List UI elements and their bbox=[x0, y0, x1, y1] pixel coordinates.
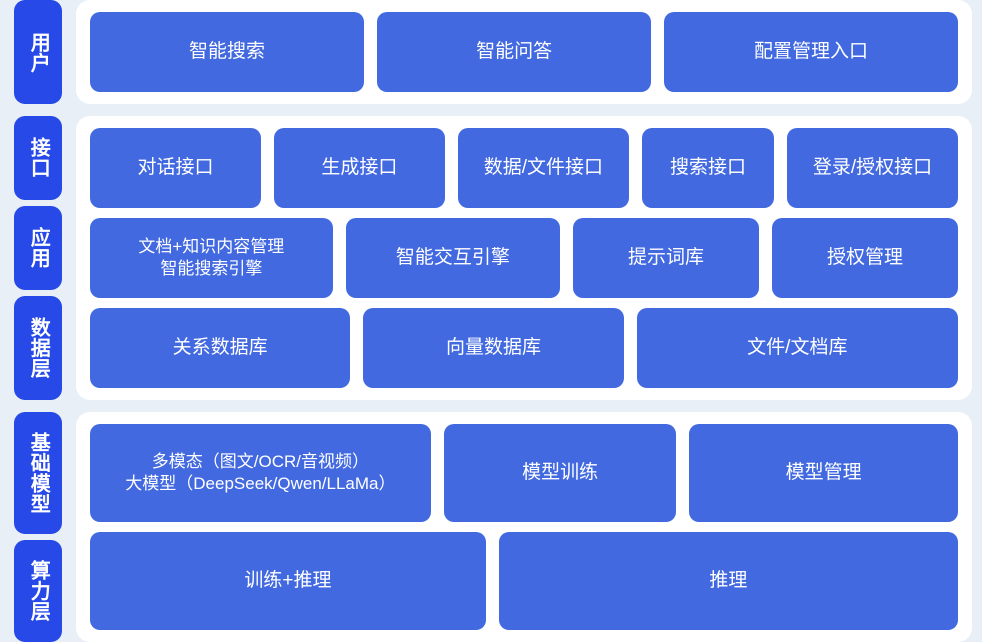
node-smart-search[interactable]: 智能搜索 bbox=[90, 12, 365, 92]
node-file-document-store[interactable]: 文件/文档库 bbox=[636, 308, 959, 388]
layer-tag-data[interactable]: 数据层 bbox=[14, 295, 62, 400]
layer-tag-application[interactable]: 应用 bbox=[14, 205, 62, 290]
layer-rail-infrastructure: 基础模型 算力层 bbox=[0, 412, 76, 642]
card-users: 智能搜索 智能问答 配置管理入口 bbox=[76, 0, 972, 104]
node-smart-qa[interactable]: 智能问答 bbox=[377, 12, 652, 92]
node-authorization-management[interactable]: 授权管理 bbox=[772, 218, 958, 298]
layer-tag-compute[interactable]: 算力层 bbox=[14, 540, 62, 642]
node-prompt-library[interactable]: 提示词库 bbox=[573, 218, 759, 298]
layer-tag-user[interactable]: 用户 bbox=[14, 0, 62, 104]
node-config-management-entry[interactable]: 配置管理入口 bbox=[664, 12, 958, 92]
card-platform: 对话接口 生成接口 数据/文件接口 搜索接口 登录/授权接口 文档+知识内容管理… bbox=[76, 116, 972, 400]
card-infrastructure: 多模态（图文/OCR/音视频） 大模型（DeepSeek/Qwen/LLaMa）… bbox=[76, 412, 972, 642]
node-vector-database[interactable]: 向量数据库 bbox=[363, 308, 624, 388]
node-model-management[interactable]: 模型管理 bbox=[689, 424, 958, 522]
row-foundation-models: 多模态（图文/OCR/音视频） 大模型（DeepSeek/Qwen/LLaMa）… bbox=[90, 424, 958, 522]
node-relational-database[interactable]: 关系数据库 bbox=[90, 308, 351, 388]
node-doc-knowledge-management[interactable]: 文档+知识内容管理 智能搜索引擎 bbox=[90, 218, 333, 298]
row-user-entries: 智能搜索 智能问答 配置管理入口 bbox=[90, 12, 958, 92]
node-inference[interactable]: 推理 bbox=[498, 532, 958, 630]
node-generation-interface[interactable]: 生成接口 bbox=[273, 128, 445, 208]
band-infrastructure: 基础模型 算力层 多模态（图文/OCR/音视频） 大模型（DeepSeek/Qw… bbox=[0, 412, 982, 642]
node-model-training[interactable]: 模型训练 bbox=[443, 424, 677, 522]
row-compute: 训练+推理 推理 bbox=[90, 532, 958, 630]
layer-rail-platform: 接口 应用 数据层 bbox=[0, 116, 76, 400]
band-users: 用户 智能搜索 智能问答 配置管理入口 bbox=[0, 0, 982, 104]
layer-tag-foundation-model[interactable]: 基础模型 bbox=[14, 412, 62, 535]
row-data-stores: 关系数据库 向量数据库 文件/文档库 bbox=[90, 308, 959, 388]
layer-tag-interface[interactable]: 接口 bbox=[14, 116, 62, 200]
node-smart-interaction-engine[interactable]: 智能交互引擎 bbox=[345, 218, 560, 298]
node-login-auth-interface[interactable]: 登录/授权接口 bbox=[787, 128, 959, 208]
node-training-and-inference[interactable]: 训练+推理 bbox=[90, 532, 486, 630]
node-multimodal-large-model[interactable]: 多模态（图文/OCR/音视频） 大模型（DeepSeek/Qwen/LLaMa） bbox=[90, 424, 431, 522]
row-interfaces: 对话接口 生成接口 数据/文件接口 搜索接口 登录/授权接口 bbox=[90, 128, 959, 208]
layer-rail-users: 用户 bbox=[0, 0, 76, 104]
node-data-file-interface[interactable]: 数据/文件接口 bbox=[457, 128, 629, 208]
node-search-interface[interactable]: 搜索接口 bbox=[641, 128, 775, 208]
band-platform: 接口 应用 数据层 对话接口 生成接口 数据/文件接口 搜索接口 登录/授权接口… bbox=[0, 116, 982, 400]
node-dialogue-interface[interactable]: 对话接口 bbox=[90, 128, 261, 208]
row-applications: 文档+知识内容管理 智能搜索引擎 智能交互引擎 提示词库 授权管理 bbox=[90, 218, 958, 298]
